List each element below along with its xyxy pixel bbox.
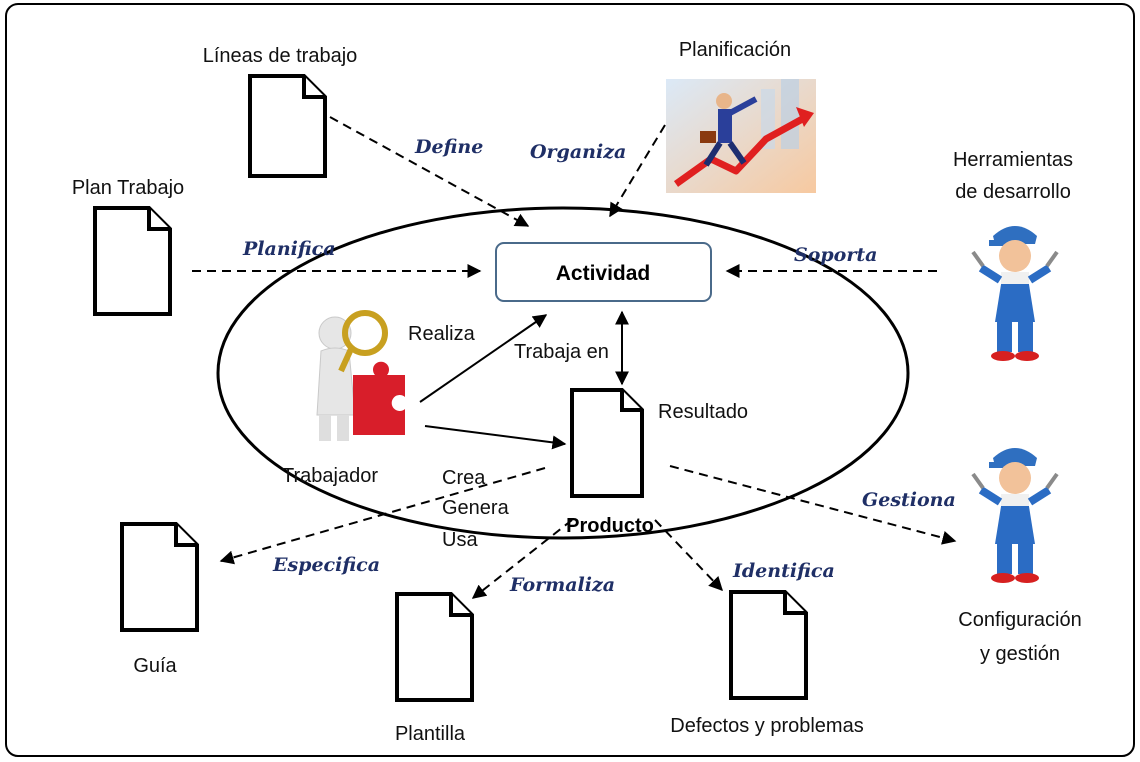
label-works-on: Trabaja en: [514, 341, 609, 363]
label-config-1: Configuración: [958, 609, 1081, 631]
label-planning: Planificación: [679, 39, 791, 61]
label-guide: Guía: [133, 655, 177, 677]
document-icon-template: [395, 592, 474, 702]
activity-box: Actividad: [495, 242, 712, 302]
relation-plan: Planifica: [242, 238, 336, 260]
arrow-specify: [219, 467, 546, 565]
relation-specify: Especifica: [272, 554, 380, 576]
label-dev-tools-2: de desarrollo: [955, 181, 1071, 203]
label-dev-tools-1: Herramientas: [953, 149, 1073, 171]
label-performs: Realiza: [408, 323, 476, 345]
arrow-formalize: [471, 519, 573, 599]
outer-frame: [5, 3, 1135, 757]
document-icon-work-lines: [248, 74, 327, 178]
label-result: Resultado: [658, 401, 748, 423]
worker-image: [316, 310, 405, 441]
arrow-identify: [654, 519, 723, 592]
label-template: Plantilla: [395, 723, 466, 745]
arrow-organize: [609, 124, 666, 218]
activity-ellipse: [216, 206, 910, 540]
relation-organize: Organiza: [530, 141, 626, 163]
label-defects: Defectos y problemas: [670, 715, 863, 737]
mechanic-image-dev-tools: [971, 226, 1059, 361]
planning-image: [666, 79, 816, 193]
relation-formalize: Formaliza: [509, 574, 615, 596]
document-icon-work-plan: [93, 206, 172, 316]
document-icon-product: [570, 388, 644, 498]
arrow-manage: [669, 465, 957, 545]
activity-label: Actividad: [556, 262, 651, 285]
label-work-plan: Plan Trabajo: [72, 177, 184, 199]
relation-manage: Gestiona: [862, 489, 956, 511]
relation-identify: Identifica: [732, 560, 835, 582]
arrow-define: [329, 116, 530, 227]
mechanic-image-config: [971, 448, 1059, 583]
relation-support: Soporta: [794, 244, 877, 266]
document-icon-guide: [120, 522, 199, 632]
document-icon-defects: [729, 590, 808, 700]
label-generates: Genera: [442, 497, 510, 519]
label-product: Producto: [566, 515, 654, 537]
label-worker: Trabajador: [282, 465, 378, 487]
label-config-2: y gestión: [980, 643, 1060, 665]
label-uses: Usa: [442, 529, 478, 551]
relation-define: Define: [414, 136, 483, 158]
arrow-creates: [424, 425, 567, 450]
label-work-lines: Líneas de trabajo: [203, 45, 358, 67]
label-creates: Crea: [442, 467, 486, 489]
arrow-performs: [419, 314, 548, 403]
